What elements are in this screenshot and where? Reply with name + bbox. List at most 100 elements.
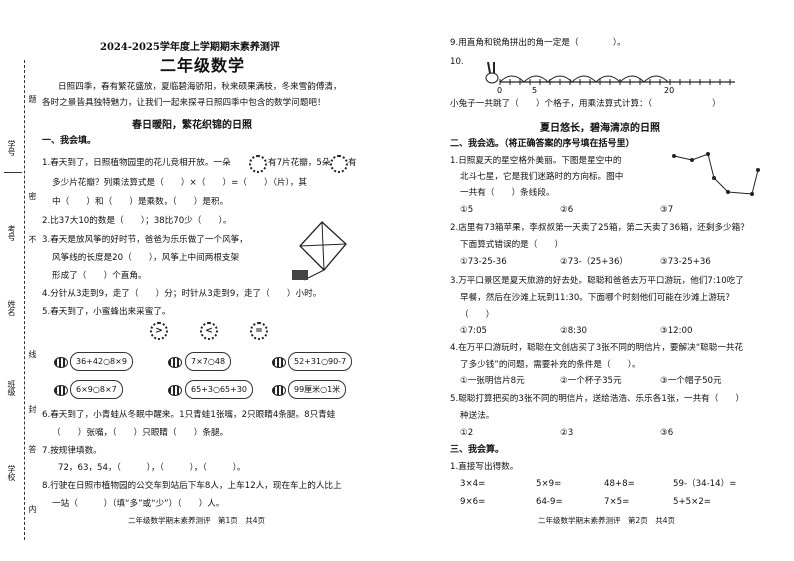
s5-line: 5.聪聪打算把买的3张不同的明信片，送给浩浩、乐乐各1张，一共有（ ） xyxy=(450,394,745,404)
option: ③73-25+36 xyxy=(660,257,711,267)
flower-sign-equal: = xyxy=(250,322,268,340)
q8-line: 8.行驶在日照市植物园的公交车到站后下车8人，上车12人，现在车上的人比上 xyxy=(42,481,342,491)
option: ③12:00 xyxy=(660,326,693,336)
section-heading: 三、我会算。 xyxy=(450,445,505,455)
option: ②73-（25+36） xyxy=(560,257,628,267)
section-heading: 一、我会填。 xyxy=(42,136,97,146)
student-field-label: 学校 xyxy=(7,465,16,481)
calc-item: 5×9= xyxy=(536,479,562,489)
q8-line: 一站（ ）（填“多”或“少”）（ ）人。 xyxy=(52,499,225,509)
q1-line: 有 xyxy=(348,158,357,168)
option: ①5 xyxy=(460,205,474,215)
binding-label: 不 xyxy=(28,235,37,243)
tick-label: 0 xyxy=(497,86,502,95)
q2-line: 2.比37大10的数是（ ）；38比70少（ ）。 xyxy=(42,216,232,226)
s3-line: 早餐，然后在沙滩上玩到11:30。下面哪个时刻他们可能在沙滩上游玩？ xyxy=(460,293,734,303)
q7-line: 7.按规律填数。 xyxy=(42,446,102,456)
s1-line: 一共有（ ）条线段。 xyxy=(460,188,555,198)
q5-line: 5.春天到了，小蜜蜂出来采蜜了。 xyxy=(42,307,171,317)
q1-line: 中（ ）和（ ）是乘数，（ ）是积。 xyxy=(52,197,229,207)
option: ②3 xyxy=(560,428,574,438)
exam-header: 2024-2025学年度上学期期末素养测评 xyxy=(100,42,280,53)
intro-line: 日照四季，春有繁花盛放，夏临碧海骄阳，秋来硕果满枝，冬来雪韵傅清， xyxy=(58,82,342,92)
compare-bubble: 7×7○48 xyxy=(185,352,232,371)
binding-label: 线 xyxy=(28,350,37,358)
q1-line: 多少片花瓣？列乘法算式是（ ）×（ ）=（ ）（片），其 xyxy=(52,178,308,188)
option: ①7:05 xyxy=(460,326,488,336)
q4-line: 4.分针从3走到9，走了（ ）分；时针从3走到9，走了（ ）小时。 xyxy=(42,289,322,299)
s2-line: 2.店里有73箱苹果，李叔叔第一天卖了25箱，第二天卖了36箱，还剩多少箱？ xyxy=(450,223,749,233)
kite-icon xyxy=(292,221,347,281)
number-line-figure: 0 5 20 xyxy=(485,61,735,95)
calc-title: 1.直接写出得数。 xyxy=(450,462,519,472)
calc-item: 64-9= xyxy=(536,497,563,507)
option: ③一个帽子50元 xyxy=(660,376,722,386)
option: ①2 xyxy=(460,428,474,438)
q6-line: 6.春天到了，小青蛙从冬眠中醒来。1只青蛙1张嘴，2只眼睛4条腿。8只青蛙 xyxy=(42,410,336,420)
summer-title: 夏日悠长，碧海清凉的日照 xyxy=(540,123,660,134)
s3-line: （ ） xyxy=(460,310,495,320)
fill-line xyxy=(4,172,22,173)
binding-label: 题 xyxy=(28,95,37,103)
option: ②6 xyxy=(560,205,574,215)
s4-line: 了多少钱”的问题，需要补充的条件是（ ）。 xyxy=(460,360,641,370)
s5-line: 种送法。 xyxy=(460,411,495,421)
tick-label: 20 xyxy=(664,86,674,95)
q9-line: 9.用直角和锐角拼出的角一定是（ ）。 xyxy=(450,38,626,48)
flower-sign-greater: > xyxy=(150,322,168,340)
q10-number: 10. xyxy=(450,57,464,67)
rabbit-icon xyxy=(485,61,499,84)
s1-line: 北斗七星，它是我们迷路时的方向标。图中 xyxy=(460,172,624,182)
compare-bubble: 52+31○90-7 xyxy=(288,352,353,371)
flower-sign-less: < xyxy=(200,322,218,340)
option: ③7 xyxy=(660,205,674,215)
binding-label: 封 xyxy=(28,405,37,413)
bee-icon xyxy=(168,357,182,368)
s2-line: 下面算式错误的是（ ） xyxy=(460,240,564,250)
grade-title: 二年级数学 xyxy=(160,56,246,75)
s4-line: 4.在万平口游玩时，聪聪在文创店买了3张不同的明信片，要解决“聪聪一共花 xyxy=(450,343,744,353)
option: ③6 xyxy=(660,428,674,438)
compare-bubble: 99厘米○1米 xyxy=(288,380,347,399)
compare-bubble: 6×9○8×7 xyxy=(70,380,123,399)
student-field-label: 学号 xyxy=(7,140,16,156)
big-dipper-figure xyxy=(672,152,760,196)
q1-line: 有7片花瓣，5朵 xyxy=(268,158,331,168)
q3-line: 3.春天是放风筝的好时节，爸爸为乐乐做了一个风筝， xyxy=(42,235,248,245)
section-heading: 二、我会选。（将正确答案的序号填在括号里） xyxy=(450,139,635,149)
calc-item: 7×5= xyxy=(604,497,630,507)
q7-line: 72，63，54，（ ），（ ），（ ）。 xyxy=(58,463,246,473)
bee-icon xyxy=(54,385,68,396)
q3-line: 风筝线的长度是20（ ），风筝上中间两根支架 xyxy=(52,253,240,263)
flower-icon xyxy=(249,155,267,173)
calc-item: 59-（34-14）= xyxy=(673,479,737,489)
q6-line: （ ）张嘴，（ ）只眼睛（ ）条腿。 xyxy=(52,428,229,438)
option: ①73-25-36 xyxy=(460,257,507,267)
intro-line: 各时之景皆具独特魅力，让我们一起来探寻日照四季中包含的数学问题吧！ xyxy=(42,98,326,108)
calc-item: 5+5×2= xyxy=(673,497,712,507)
binding-margin: 题 密 不 线 封 答 内 学号 考号 姓名 班级 学校 xyxy=(0,0,40,561)
binding-label: 密 xyxy=(28,192,37,200)
calc-item: 3×4= xyxy=(460,479,486,489)
student-field-label: 班级 xyxy=(7,380,16,396)
option: ②8:30 xyxy=(560,326,588,336)
q10-line: 小兔子一共跳了（ ）个格子，用乘法算式计算：（ ） xyxy=(450,99,721,109)
calc-item: 48+8= xyxy=(604,479,635,489)
bee-icon xyxy=(168,385,182,396)
binding-dashed-line xyxy=(24,60,25,540)
student-field-label: 考号 xyxy=(7,225,16,241)
spring-title: 春日暖阳，繁花织锦的日照 xyxy=(132,120,252,131)
q1-line: 1.春天到了，日照植物园里的花儿竞相开放。一朵 xyxy=(42,158,231,168)
q3-line: 形成了（ ）个直角。 xyxy=(52,271,147,281)
s1-line: 1.日照夏天的星空格外美丽。下图是星空中的 xyxy=(450,156,622,166)
option: ②一个杯子35元 xyxy=(560,376,622,386)
flower-icon xyxy=(330,155,348,173)
compare-bubble: 65+3○65+30 xyxy=(185,380,254,399)
compare-bubble: 36+42○8×9 xyxy=(70,352,133,371)
s3-line: 3.万平口景区是夏天旅游的好去处。聪聪和爸爸去万平口游玩，他们7:10吃了 xyxy=(450,276,744,286)
calc-item: 9×6= xyxy=(460,497,486,507)
tick-label: 5 xyxy=(532,86,537,95)
binding-label: 答 xyxy=(28,445,37,453)
bee-icon xyxy=(272,385,286,396)
page-footer: 二年级数学期末素养测评 第2页 共4页 xyxy=(538,516,676,525)
